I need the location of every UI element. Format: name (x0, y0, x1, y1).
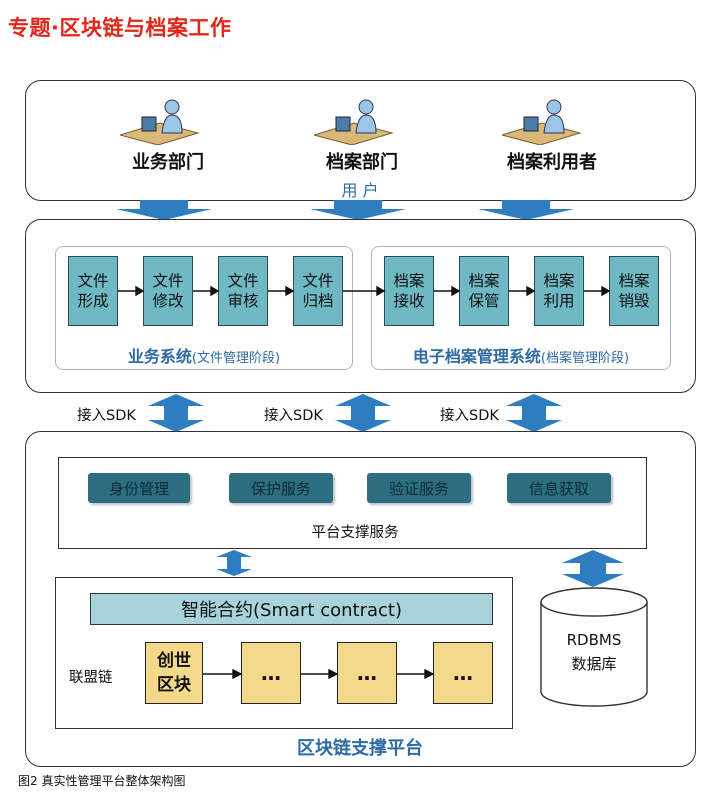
business-system-title: 业务系统 (127, 347, 192, 366)
page-header-title: 专题·区块链与档案工作 (8, 16, 232, 40)
block-2: … (241, 642, 301, 704)
sdk-label-2: 接入SDK (264, 408, 323, 424)
identity-management-button: 身份管理 (88, 473, 190, 503)
user-label-archive: 档案部门 (326, 152, 398, 173)
user-icon-archive (312, 97, 394, 146)
smart-contract-bar: 智能合约(Smart contract) (90, 593, 493, 625)
consortium-label: 联盟链 (69, 670, 113, 686)
platform-services-label: 平台支撑服务 (311, 525, 399, 541)
erms-title: 电子档案管理系统 (412, 347, 541, 366)
blockchain-platform-label: 区块链支撑平台 (297, 738, 423, 759)
genesis-block: 创世区块 (145, 642, 203, 704)
box-archive-use: 档案利用 (534, 256, 584, 326)
users-caption: 用 户 (341, 181, 379, 200)
protection-service-button: 保护服务 (229, 473, 333, 503)
box-archive-destroy: 档案销毁 (609, 256, 659, 326)
platform-services-box (58, 457, 647, 549)
user-icon-business (118, 97, 200, 146)
block-4: … (433, 642, 493, 704)
chain-arrows (203, 668, 435, 680)
database-label-rdbms: RDBMS (566, 631, 622, 649)
database-cylinder (540, 587, 648, 707)
box-archive-storage: 档案保管 (459, 256, 509, 326)
consortium-chain-box (55, 577, 513, 729)
block-3: … (337, 642, 397, 704)
business-system-note: (文件管理阶段) (191, 351, 281, 366)
sdk-arrows (148, 394, 562, 432)
erms-label: 电子档案管理系统(档案管理阶段) (371, 343, 671, 367)
box-file-review: 文件审核 (218, 256, 268, 326)
sdk-label-3: 接入SDK (440, 408, 499, 424)
info-retrieval-button: 信息获取 (507, 473, 611, 503)
flow-arrows (118, 285, 611, 297)
box-file-modify: 文件修改 (143, 256, 193, 326)
user-label-business: 业务部门 (132, 152, 204, 173)
user-icon-archive-user (500, 97, 582, 146)
business-system-label: 业务系统(文件管理阶段) (55, 343, 353, 367)
platform-arrows (216, 550, 624, 587)
database-label-db: 数据库 (571, 655, 617, 673)
box-file-archive: 文件归档 (293, 256, 343, 326)
erms-note: (档案管理阶段) (540, 351, 630, 366)
box-file-create: 文件形成 (68, 256, 118, 326)
box-archive-receive: 档案接收 (384, 256, 434, 326)
figure-caption: 图2 真实性管理平台整体架构图 (18, 774, 186, 788)
down-arrows (116, 200, 574, 220)
user-label-archive-user: 档案利用者 (507, 152, 597, 173)
sdk-label-1: 接入SDK (77, 408, 136, 424)
verification-service-button: 验证服务 (367, 473, 471, 503)
